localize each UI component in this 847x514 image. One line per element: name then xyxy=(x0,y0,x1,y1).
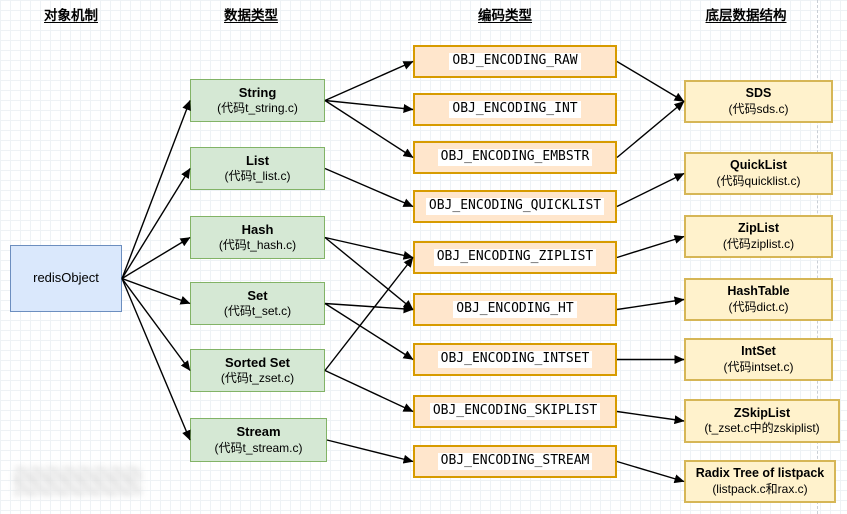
redisobject-label: redisObject xyxy=(33,270,99,286)
type-stream-title: Stream xyxy=(236,424,281,440)
structure-radix-tree-sub: (listpack.c和rax.c) xyxy=(712,481,808,496)
type-set-title: Set xyxy=(247,287,268,303)
encoding-int-label: OBJ_ENCODING_INT xyxy=(449,101,581,118)
encoding-ziplist-node: OBJ_ENCODING_ZIPLIST xyxy=(413,241,617,274)
encoding-quicklist-label: OBJ_ENCODING_QUICKLIST xyxy=(425,198,605,215)
encoding-raw-node: OBJ_ENCODING_RAW xyxy=(413,45,617,78)
structure-intset-title: IntSet xyxy=(741,344,776,359)
column-header-encoding-types: 编码类型 xyxy=(478,8,532,23)
encoding-embstr-label: OBJ_ENCODING_EMBSTR xyxy=(437,149,593,166)
structure-zskiplist-node: ZSkipList (t_zset.c中的zskiplist) xyxy=(684,399,840,443)
encoding-skiplist-label: OBJ_ENCODING_SKIPLIST xyxy=(429,403,601,420)
column-header-object-mechanism: 对象机制 xyxy=(44,8,98,23)
type-stream-sub: (代码t_stream.c) xyxy=(214,440,303,455)
structure-radix-tree-title: Radix Tree of listpack xyxy=(695,466,825,481)
structure-ziplist-title: ZipList xyxy=(738,221,779,236)
type-hash-title: Hash xyxy=(241,221,274,237)
blurred-watermark xyxy=(14,466,142,496)
structure-sds-sub: (代码sds.c) xyxy=(728,101,789,116)
structure-intset-node: IntSet (代码intset.c) xyxy=(684,338,833,381)
redisobject-node: redisObject xyxy=(10,245,122,312)
structure-quicklist-sub: (代码quicklist.c) xyxy=(716,173,801,188)
type-sorted-set-node: Sorted Set (代码t_zset.c) xyxy=(190,349,325,392)
structure-quicklist-node: QuickList (代码quicklist.c) xyxy=(684,152,833,195)
encoding-stream-node: OBJ_ENCODING_STREAM xyxy=(413,445,617,478)
structure-quicklist-title: QuickList xyxy=(730,158,787,173)
type-string-title: String xyxy=(238,84,277,100)
encoding-ht-node: OBJ_ENCODING_HT xyxy=(413,293,617,326)
structure-hashtable-node: HashTable (代码dict.c) xyxy=(684,278,833,321)
type-sorted-set-title: Sorted Set xyxy=(224,354,290,370)
encoding-int-node: OBJ_ENCODING_INT xyxy=(413,93,617,126)
type-list-sub: (代码t_list.c) xyxy=(224,169,291,184)
encoding-ht-label: OBJ_ENCODING_HT xyxy=(453,301,577,318)
type-set-sub: (代码t_set.c) xyxy=(223,304,292,319)
type-list-title: List xyxy=(245,152,270,168)
structure-ziplist-sub: (代码ziplist.c) xyxy=(722,236,795,251)
column-header-underlying-structures: 底层数据结构 xyxy=(705,8,787,23)
type-list-node: List (代码t_list.c) xyxy=(190,147,325,190)
encoding-intset-node: OBJ_ENCODING_INTSET xyxy=(413,343,617,376)
structure-hashtable-sub: (代码dict.c) xyxy=(728,299,789,314)
structure-radix-tree-node: Radix Tree of listpack (listpack.c和rax.c… xyxy=(684,460,836,503)
structure-zskiplist-title: ZSkipList xyxy=(733,405,791,420)
structure-sds-title: SDS xyxy=(745,86,772,101)
type-set-node: Set (代码t_set.c) xyxy=(190,282,325,325)
column-header-data-types: 数据类型 xyxy=(224,8,278,23)
type-string-sub: (代码t_string.c) xyxy=(217,101,298,116)
structure-sds-node: SDS (代码sds.c) xyxy=(684,80,833,123)
structure-zskiplist-sub: (t_zset.c中的zskiplist) xyxy=(704,421,820,436)
encoding-raw-label: OBJ_ENCODING_RAW xyxy=(449,53,581,70)
type-sorted-set-sub: (代码t_zset.c) xyxy=(220,371,295,386)
encoding-skiplist-node: OBJ_ENCODING_SKIPLIST xyxy=(413,395,617,428)
type-string-node: String (代码t_string.c) xyxy=(190,79,325,122)
encoding-quicklist-node: OBJ_ENCODING_QUICKLIST xyxy=(413,190,617,223)
type-hash-sub: (代码t_hash.c) xyxy=(218,238,297,253)
encoding-stream-label: OBJ_ENCODING_STREAM xyxy=(437,453,593,470)
structure-intset-sub: (代码intset.c) xyxy=(723,359,794,374)
encoding-embstr-node: OBJ_ENCODING_EMBSTR xyxy=(413,141,617,174)
structure-hashtable-title: HashTable xyxy=(727,284,790,299)
structure-ziplist-node: ZipList (代码ziplist.c) xyxy=(684,215,833,258)
type-stream-node: Stream (代码t_stream.c) xyxy=(190,418,327,462)
type-hash-node: Hash (代码t_hash.c) xyxy=(190,216,325,259)
encoding-intset-label: OBJ_ENCODING_INTSET xyxy=(437,351,593,368)
encoding-ziplist-label: OBJ_ENCODING_ZIPLIST xyxy=(433,249,597,266)
